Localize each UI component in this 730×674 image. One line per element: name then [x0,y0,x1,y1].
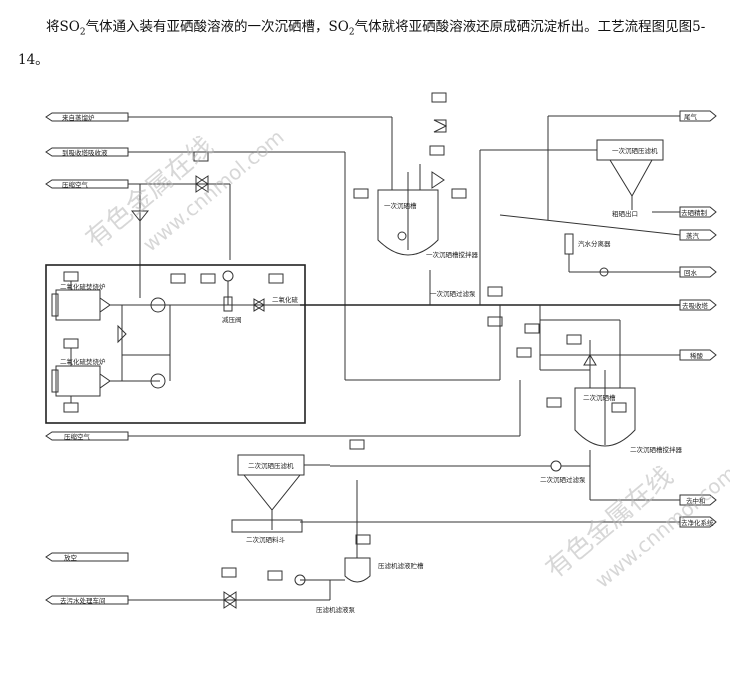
valve-icon[interactable] [195,175,209,193]
outlet-to-refine [679,206,717,218]
label-return-water: 回水 [684,268,698,277]
pump-icon [550,460,562,472]
label-gas-water-sep: 汽水分离器 [578,239,611,248]
inlet-compressed-air-top: 压缩空气 [45,179,129,189]
instrument-box [63,338,79,349]
inlet-dilute-acid [679,349,717,361]
label-vent: 放空 [64,553,78,562]
label-filter1: 一次沉硒压滤机 [612,146,658,155]
pump-icon [294,574,306,586]
instrument-box [566,334,582,345]
sulfur-burner-1: 二氧化硫焚烧炉 [51,282,111,321]
valve-icon[interactable] [223,591,237,609]
label-to-refine: 去硒精制 [681,208,708,217]
inlet-compressed-air-low [45,431,129,441]
label-sulfur-burner-2: 二氧化硫焚烧炉 [60,357,106,366]
label-compressed-air-low: 压缩空气 [64,432,91,441]
label-from-stoker: 来自蒸馏炉 [62,113,95,122]
trap-icon [599,267,609,277]
label-pressure-valve: 减压阀 [222,315,242,324]
blower-icon [150,297,166,313]
blower-icon [150,373,166,389]
outlet-to-neutral [679,494,717,506]
instrument-box [355,534,371,545]
instrument-box [487,316,503,327]
inlet-steam [679,229,717,241]
label-stirrer2: 二次沉硒槽搅拌器 [630,445,683,454]
label-compressed-air-top: 压缩空气 [62,180,89,189]
intro-sub-2: 2 [348,27,355,38]
label-steam: 蒸汽 [686,231,700,240]
label-sulfur-burner-1: 二氧化硫焚烧炉 [60,282,106,291]
valve-icon[interactable] [431,171,445,189]
outlet-to-tail: 到吸收塔吸收液 [45,147,129,157]
label-dilute-acid: 稀酸 [690,351,704,360]
label-so2-line: 二氧化硫 [272,295,299,304]
intro-paragraph: 将SO2气体通入装有亚硒酸溶液的一次沉硒槽，SO2气体就将亚硒酸溶液还原成硒沉淀… [18,14,718,74]
instrument-box [429,145,445,156]
label-to-absorber: 去吸收塔 [682,301,709,310]
intro-text-3: 气体就将亚硒酸溶液还原成硒沉淀析出。工艺流程图见图5-14。 [18,19,706,68]
label-pump2: 二次沉硒过滤泵 [540,475,586,484]
label-filtrate2: 二次沉硒料斗 [246,535,286,544]
burner-area-frame [45,264,306,424]
instrument-box [516,347,532,358]
outlet-waste-water [45,595,129,605]
label-to-waste: 去净化系统 [681,518,714,527]
instrument-box [546,397,562,408]
instrument-box [63,402,79,413]
instrument-box [451,188,467,199]
sulfur-burner-2: 二氧化硫焚烧炉 [51,357,111,397]
instrument-box [200,273,216,284]
instrument-box [267,570,283,581]
outlet-vent [45,552,129,562]
label-to-neutral: 去中和 [686,496,706,505]
instrument-box [170,273,186,284]
label-tank2: 二次沉硒槽 [583,393,616,402]
instrument-box [221,567,237,578]
label-stirrer1: 一次沉硒槽搅拌器 [426,250,479,259]
instrument-box [353,188,369,199]
instrument-box [63,271,79,282]
outlet-to-absorber [679,299,717,311]
label-waste-water: 去污水处理车间 [60,596,106,605]
intro-sub-1: 2 [79,27,86,38]
inlet-from-stoker: 来自蒸馏炉 [45,112,129,122]
first-precipitation-tank: 一次沉硒槽 一次沉硒槽搅拌器 [377,172,479,259]
outlet-tail-gas [679,110,717,122]
label-tail-gas: 尾气 [684,112,698,121]
instrument-box [349,439,365,450]
instrument-box [193,151,209,162]
instrument-box [487,286,503,297]
pressure-reducer [223,296,233,312]
filtrate-tank: 压滤机滤液贮槽 [344,557,424,583]
label-pump1: 一次沉硒过滤泵 [430,289,476,298]
label-crude-se: 粗硒出口 [612,209,638,218]
label-filtrate-tank: 压滤机滤液贮槽 [378,561,424,570]
valve-icon[interactable] [583,354,597,366]
outlet-return-water [679,266,717,278]
gauge-icon [222,270,234,282]
gas-water-separator [564,233,574,255]
second-filter-press: 二次沉硒压滤机 二次沉硒料斗 [231,454,305,544]
intro-text-2: 气体通入装有亚硒酸溶液的一次沉硒槽，SO [85,19,349,35]
intro-text-1: 将SO [46,19,80,35]
outlet-to-waste [679,516,717,528]
label-filtrate-pump: 压滤机滤液泵 [316,605,356,614]
label-to-tail: 到吸收塔吸收液 [62,148,108,157]
valve-icon[interactable] [253,298,265,312]
first-filter-press: 一次沉硒压滤机 粗硒出口 [596,139,664,218]
valve-icon[interactable] [117,324,127,344]
instrument-box [611,402,627,413]
instrument-box [524,323,540,334]
label-tank1: 一次沉硒槽 [384,201,417,210]
label-filter2: 二次沉硒压滤机 [248,461,294,470]
instrument-box [268,273,284,284]
instrument-box [431,92,447,103]
valve-icon[interactable] [433,119,448,133]
valve-icon[interactable] [130,210,150,222]
second-precipitation-tank: 二次沉硒槽 二次沉硒槽搅拌器 [574,370,683,454]
